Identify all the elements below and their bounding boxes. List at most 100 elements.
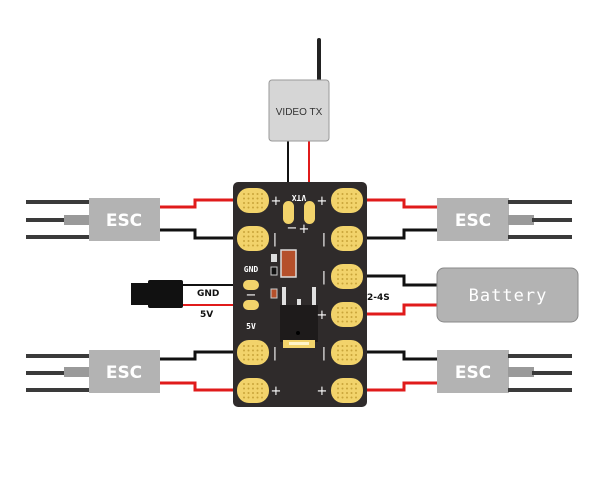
esc-box (437, 350, 509, 393)
battery-box (436, 267, 579, 323)
motor-wire (532, 371, 572, 375)
pad-via (337, 197, 339, 200)
pad-via (355, 354, 357, 356)
pad-via (247, 202, 250, 204)
plus-sign: + (317, 384, 328, 399)
pad-via (341, 311, 344, 314)
pad-via (355, 206, 357, 209)
esc-label: ESC (106, 363, 142, 383)
pad-via (346, 320, 348, 323)
pad-via (346, 307, 348, 309)
pad-via (243, 345, 245, 347)
esc-top-left-negative-wire (160, 228, 240, 240)
pad-via (350, 311, 353, 314)
regulator-pin-3 (312, 287, 316, 305)
gnd-label: GND (197, 289, 219, 299)
pad-via (341, 358, 344, 361)
video-tx: VIDEO TX (268, 38, 330, 142)
pad-via (261, 235, 263, 238)
pad-via (355, 244, 357, 247)
pad-via (355, 307, 357, 309)
pad-via (346, 235, 348, 238)
connector-housing (148, 280, 183, 308)
pad-via (350, 282, 353, 285)
plus-sign: + (271, 194, 282, 209)
minus-sign: | (322, 346, 326, 361)
pad-via (350, 349, 353, 352)
pad-via (346, 206, 348, 209)
pad-via (261, 383, 263, 385)
pad-via (252, 206, 254, 209)
pad-via (247, 392, 250, 394)
pad-via (337, 235, 339, 238)
pad-via (243, 244, 245, 247)
pad-via (341, 345, 344, 347)
pad-via (252, 231, 254, 233)
gnd-silk-label: GND (244, 265, 259, 274)
pad-via (252, 240, 254, 242)
pad-via (256, 396, 259, 399)
pad-via (350, 231, 353, 233)
pad-via (256, 197, 259, 200)
right-pad-1 (331, 188, 363, 213)
pad-via (355, 278, 357, 280)
heatshrink (508, 215, 534, 225)
pad-via (350, 354, 353, 356)
motor-wire (26, 200, 90, 204)
pad-via (252, 383, 254, 385)
heatshrink (64, 215, 90, 225)
pad-via (243, 349, 245, 352)
pad-via (261, 240, 263, 242)
pad-via (337, 269, 339, 271)
pad-via (341, 320, 344, 323)
video-tx-label: VIDEO TX (276, 107, 323, 118)
pad-via (355, 197, 357, 200)
pad-via (346, 231, 348, 233)
motor-wire (508, 388, 572, 392)
plus-sign: + (317, 194, 328, 209)
pad-via (346, 316, 348, 318)
pad-via (261, 392, 263, 394)
pad-via (247, 396, 250, 399)
pad-via (350, 307, 353, 309)
pad-via (346, 193, 348, 195)
pad-via (256, 240, 259, 242)
pad-via (346, 349, 348, 352)
esc-bottom-left-negative-wire (160, 350, 240, 361)
pad-via (341, 273, 344, 276)
pad-via (346, 244, 348, 247)
pad-via (247, 235, 250, 238)
pad-via (341, 197, 344, 200)
smd-resistor-1 (271, 254, 277, 262)
pad-via (243, 202, 245, 204)
pad-via (256, 392, 259, 394)
esc-label: ESC (455, 211, 491, 231)
esc-bottom-right: ESC (437, 350, 572, 393)
pad-via (355, 269, 357, 271)
pad-via (256, 202, 259, 204)
pad-via (341, 316, 344, 318)
esc-bottom-right-positive-wire (360, 381, 437, 392)
pad-via (350, 320, 353, 323)
battery: Battery 2-4S (367, 267, 579, 323)
bec-connector: GND 5V (131, 280, 219, 320)
pad-via (243, 392, 245, 394)
pad-via (256, 345, 259, 347)
pad-via (341, 387, 344, 390)
pad-via (355, 282, 357, 285)
pad-via (350, 383, 353, 385)
right-pad-5 (331, 340, 363, 365)
pad-via (247, 383, 250, 385)
pad-via (247, 240, 250, 242)
esc-top-left: ESC (26, 198, 160, 241)
pad-via (350, 240, 353, 242)
battery-negative-wire (360, 274, 438, 287)
plus-sign: + (271, 384, 282, 399)
pad-via (256, 231, 259, 233)
heatshrink (64, 367, 90, 377)
vtx-silk-label: VTX (292, 193, 307, 202)
pad-via (350, 202, 353, 204)
pad-via (346, 387, 348, 390)
pad-via (341, 392, 344, 394)
pad-via (341, 244, 344, 247)
